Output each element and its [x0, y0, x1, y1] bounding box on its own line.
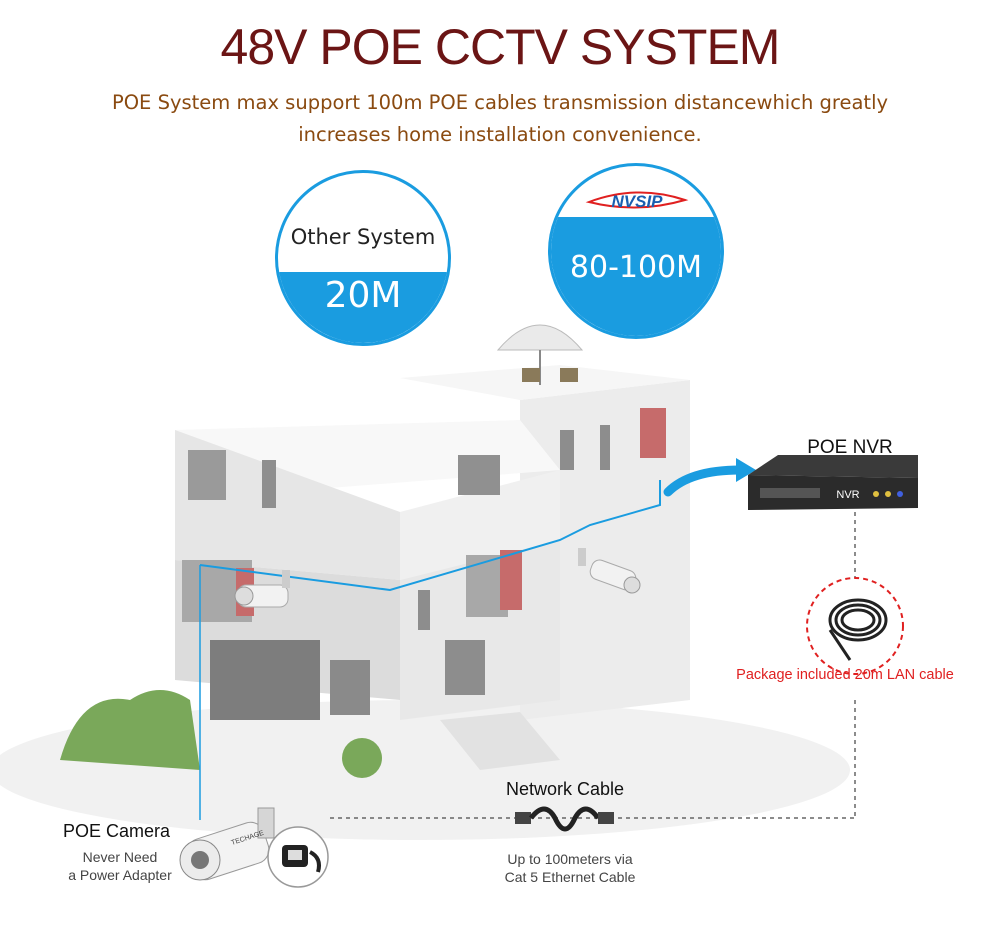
lounge-chair: [522, 368, 540, 382]
package-caption: Package included 20m LAN cable: [736, 667, 954, 683]
network-cable-heading: Network Cable: [505, 779, 625, 799]
poe-connector-icon: [282, 845, 321, 873]
building-cable: [199, 480, 661, 592]
subtitle-line-1: POE System max support 100m POE cables t…: [111, 91, 889, 114]
ground-shadow: [0, 700, 850, 840]
arrow-to-nvr: [663, 465, 745, 497]
window: [600, 425, 610, 470]
tree: [342, 738, 382, 778]
window: [188, 450, 226, 500]
window: [262, 460, 276, 508]
wall-camera-left: [234, 570, 290, 608]
upper-block-front: [175, 430, 400, 580]
window: [418, 590, 430, 630]
nvsip-value: 80-100M: [569, 250, 703, 285]
nvsip-logo: NVSIP: [585, 188, 689, 214]
subtitle-line-2: increases home installation convenience.: [298, 123, 702, 146]
lounge-chair: [560, 368, 578, 382]
window-red-accent: [640, 408, 666, 458]
network-caption-line-1: Up to 100meters via: [507, 851, 633, 867]
nvr-device: [748, 455, 918, 510]
other-system-label: Other System: [290, 225, 436, 249]
window: [458, 455, 500, 495]
building-roof: [400, 365, 690, 400]
window: [445, 640, 485, 695]
wall-camera-right: [578, 548, 641, 594]
network-caption-line-2: Cat 5 Ethernet Cable: [504, 869, 636, 885]
hedge: [60, 690, 200, 770]
nvsip-circle: NVSIP 80-100M: [548, 163, 724, 339]
umbrella: [496, 324, 584, 351]
package-cable-circle: [806, 577, 904, 675]
coiled-cable: [828, 598, 888, 661]
steps: [440, 712, 560, 770]
page-title: 48V POE CCTV SYSTEM: [220, 19, 781, 75]
garden-door: [330, 660, 370, 715]
camera-caption-line-2: a Power Adapter: [68, 867, 172, 883]
nvsip-brand-text: NVSIP: [611, 192, 663, 211]
window-red-accent: [500, 550, 522, 610]
garden-door: [210, 640, 320, 720]
nvsip-logo-graphic: NVSIP: [585, 191, 689, 211]
arrow-head: [736, 458, 756, 482]
network-cable-graphic: [515, 806, 614, 832]
upper-block-side: [400, 470, 560, 580]
poe-camera-heading: POE Camera: [63, 821, 171, 841]
window: [560, 430, 574, 470]
other-system-circle: Other System 20M: [275, 170, 451, 346]
other-system-value: 20M: [324, 275, 402, 316]
nvr-heading: POE NVR: [807, 437, 893, 458]
camera-caption-line-1: Never Need: [82, 849, 158, 865]
nvr-device-label: NVR: [836, 489, 859, 501]
poe-camera-graphic: [179, 807, 275, 881]
